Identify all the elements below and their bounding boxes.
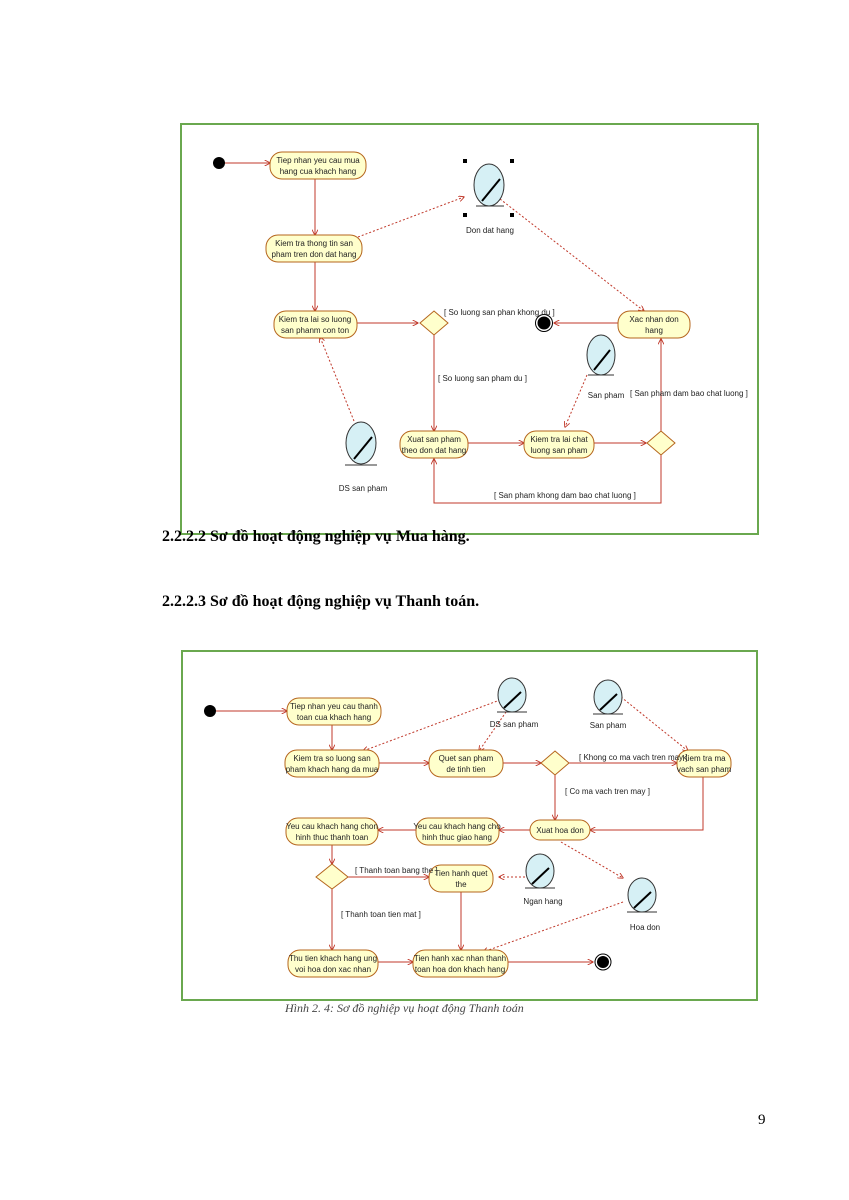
guard-has-barcode: [ Co ma vach tren may ] <box>565 787 650 796</box>
guard-no-barcode: [ Khong co ma vach tren may ] <box>579 753 688 762</box>
svg-text:Quet san pham: Quet san pham <box>439 754 494 763</box>
final-node <box>536 315 552 331</box>
svg-text:Tien hanh quet: Tien hanh quet <box>434 869 488 878</box>
guard-sufficient: [ So luong san pham du ] <box>438 374 527 383</box>
svg-text:toan hoa don khach hang: toan hoa don khach hang <box>415 965 505 974</box>
svg-text:hang cua khach hang: hang cua khach hang <box>280 167 357 176</box>
activity-check-quantity: Kiem tra so luong san pham khach hang da… <box>284 749 380 778</box>
svg-text:Kiem tra lai so luong: Kiem tra lai so luong <box>279 315 351 324</box>
guard-quality-fail: [ San pham khong dam bao chat luong ] <box>494 491 636 500</box>
heading-mua-hang: 2.2.2.2 Sơ đồ hoạt động nghiệp vụ Mua hà… <box>162 528 470 545</box>
activity-receive-order: Tiep nhan yeu cau mua hang cua khach han… <box>269 151 367 180</box>
guard-card-payment: [ Thanh toan bang the ] <box>355 866 438 875</box>
svg-text:toan cua khach hang: toan cua khach hang <box>297 713 371 722</box>
svg-text:voi hoa don xac nhan: voi hoa don xac nhan <box>295 965 371 974</box>
activity-check-barcode: Kiem tra ma vach san pham <box>676 749 732 778</box>
svg-text:luong san pham: luong san pham <box>531 446 588 455</box>
svg-text:Xuat hoa don: Xuat hoa don <box>536 826 584 835</box>
activity-issue-invoice: Xuat hoa don <box>529 819 591 841</box>
svg-text:Don dat hang: Don dat hang <box>466 226 514 235</box>
object-don-dat-hang: Don dat hang <box>463 159 514 235</box>
initial-node-2 <box>204 705 216 717</box>
guard-insufficient: [ So luong san phan khong du ] <box>444 308 555 317</box>
svg-text:hinh thuc giao hang: hinh thuc giao hang <box>422 833 492 842</box>
activity-card-scan: Tien hanh quet the <box>428 864 494 893</box>
decision-payment <box>315 863 349 890</box>
guard-quality-ok: [ San pham dam bao chat luong ] <box>630 389 748 398</box>
svg-text:San pham: San pham <box>590 721 627 730</box>
svg-text:Tiep nhan yeu cau thanh: Tiep nhan yeu cau thanh <box>290 702 378 711</box>
decision-quantity <box>419 310 449 336</box>
svg-text:Tien hanh xac nhan thanh: Tien hanh xac nhan thanh <box>414 954 506 963</box>
svg-text:hang: hang <box>645 326 663 335</box>
svg-text:hinh thuc thanh toan: hinh thuc thanh toan <box>296 833 369 842</box>
svg-text:vach san pham: vach san pham <box>677 765 732 774</box>
svg-text:pham khach hang da mua: pham khach hang da mua <box>286 765 379 774</box>
svg-text:Kiem tra lai chat: Kiem tra lai chat <box>530 435 588 444</box>
guard-cash-payment: [ Thanh toan tien mat ] <box>341 910 421 919</box>
svg-text:de tinh tien: de tinh tien <box>446 765 485 774</box>
payment-diagram-canvas: Tiep nhan yeu cau thanh toan cua khach h… <box>204 677 732 978</box>
svg-text:Kiem tra thong tin san: Kiem tra thong tin san <box>275 239 353 248</box>
object-ngan-hang: Ngan hang <box>523 853 563 906</box>
activity-receive-payment: Tiep nhan yeu cau thanh toan cua khach h… <box>286 697 382 726</box>
activity-cash-collect: Thu tien khach hang ung voi hoa don xac … <box>287 949 379 978</box>
object-hoa-don: Hoa don <box>627 877 660 932</box>
object-san-pham-2: San pham <box>590 679 627 730</box>
svg-text:Kiem tra ma: Kiem tra ma <box>682 754 726 763</box>
purchase-activity-diagram: Tiep nhan yeu cau mua hang cua khach han… <box>180 123 759 535</box>
activity-confirm-payment: Tien hanh xac nhan thanh toan hoa don kh… <box>412 949 509 978</box>
svg-text:theo don dat hang: theo don dat hang <box>402 446 467 455</box>
svg-text:pham tren don dat hang: pham tren don dat hang <box>272 250 357 259</box>
figure-caption: Hình 2. 4: Sơ đồ nghiệp vụ hoạt động Tha… <box>285 1001 524 1015</box>
activity-check-quality: Kiem tra lai chat luong san pham <box>523 430 595 459</box>
object-ds-san-pham: DS san pham <box>339 421 388 493</box>
object-ds-san-pham-2: DS san pham <box>490 677 539 729</box>
activity-check-product-info: Kiem tra thong tin san pham tren don dat… <box>265 234 363 263</box>
svg-text:San pham: San pham <box>588 391 625 400</box>
svg-text:the: the <box>455 880 467 889</box>
svg-text:Kiem tra so luong san: Kiem tra so luong san <box>293 754 370 763</box>
heading-thanh-toan: 2.2.2.3 Sơ đồ hoạt động nghiệp vụ Thanh … <box>162 593 480 610</box>
activity-confirm-order: Xac nhan don hang <box>617 310 691 339</box>
final-node-2 <box>597 956 609 968</box>
svg-text:DS san pham: DS san pham <box>339 484 388 493</box>
object-san-pham: San pham <box>586 334 625 400</box>
initial-node <box>213 157 225 169</box>
decision-quality <box>646 430 676 456</box>
svg-text:Xac nhan don: Xac nhan don <box>629 315 678 324</box>
svg-text:Yeu cau khach hang cho: Yeu cau khach hang cho <box>413 822 501 831</box>
svg-text:Ngan hang: Ngan hang <box>523 897 562 906</box>
activity-request-delivery: Yeu cau khach hang cho hinh thuc giao ha… <box>413 817 501 846</box>
page-number: 9 <box>758 1112 766 1128</box>
svg-text:Yeu cau khach hang chon: Yeu cau khach hang chon <box>286 822 378 831</box>
svg-text:Tiep nhan yeu cau mua: Tiep nhan yeu cau mua <box>276 156 360 165</box>
activity-request-payment-method: Yeu cau khach hang chon hinh thuc thanh … <box>285 817 379 846</box>
decision-barcode <box>540 750 570 776</box>
activity-check-stock: Kiem tra lai so luong san phanm con ton <box>273 310 358 339</box>
svg-text:Hoa don: Hoa don <box>630 923 660 932</box>
svg-text:san phanm con ton: san phanm con ton <box>281 326 349 335</box>
activity-export-product: Xuat san pham theo don dat hang <box>399 430 469 459</box>
purchase-diagram-canvas: Tiep nhan yeu cau mua hang cua khach han… <box>213 151 748 504</box>
payment-activity-diagram: Tiep nhan yeu cau thanh toan cua khach h… <box>181 650 758 1001</box>
svg-text:Thu tien khach hang ung: Thu tien khach hang ung <box>289 954 377 963</box>
svg-text:Xuat san pham: Xuat san pham <box>407 435 461 444</box>
svg-text:DS san pham: DS san pham <box>490 720 539 729</box>
activity-scan-product: Quet san pham de tinh tien <box>428 749 504 778</box>
